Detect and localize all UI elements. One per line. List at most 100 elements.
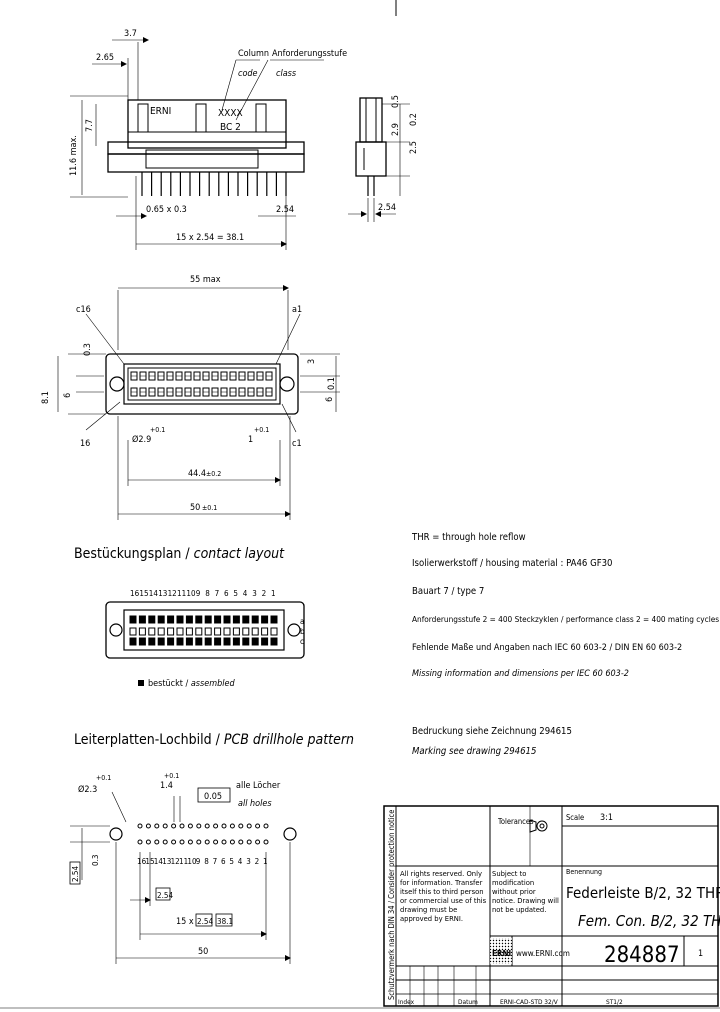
layout-number: 15	[139, 589, 148, 598]
part-number: 284887	[604, 943, 680, 968]
subject-text: Subject to modification without prior no…	[492, 870, 559, 914]
contact-c	[242, 637, 250, 646]
rights-text: All rights reserved. Only for informatio…	[400, 870, 487, 923]
note-class: Anforderungsstufe 2 = 400 Steckzyklen / …	[412, 614, 719, 624]
row-a: a	[300, 617, 304, 626]
pcb-dim-1-4-tol: +0.1	[164, 772, 179, 780]
note-type: Bauart 7 / type 7	[412, 586, 484, 597]
dim-50-tol: ±0.1	[202, 504, 217, 512]
dim-height-max: 11.6 max.	[69, 135, 79, 176]
pcb-hole-c	[145, 839, 151, 845]
contact-b	[167, 627, 175, 636]
label-a1: a1	[292, 305, 302, 315]
note-drawing-en: Marking see drawing 294615	[412, 746, 536, 757]
dim-hole: Ø2.9	[132, 434, 151, 445]
pcb-dim-50: 50	[198, 947, 208, 957]
note-missing-en: Missing information and dimensions per I…	[412, 669, 629, 679]
pcb-hole-c	[213, 839, 219, 845]
contact-a	[176, 615, 184, 624]
pcb-hole-a	[187, 823, 193, 829]
sheet: 1	[698, 949, 703, 959]
layout-number: 12	[168, 589, 177, 598]
pcb-hole-a	[221, 823, 227, 829]
layout-number: 3	[252, 589, 257, 598]
pcb-hole-c	[229, 839, 235, 845]
contact-b	[251, 627, 259, 636]
layout-number: 9	[196, 589, 201, 598]
pcb-hole-c	[263, 839, 269, 845]
dim-2-5: 2.5	[409, 141, 419, 154]
dim-top: 3.7	[124, 29, 137, 39]
pcb-hole-c	[154, 839, 160, 845]
pcb-hole-c	[137, 839, 143, 845]
dim-0-5: 0.5	[391, 95, 401, 108]
label-column: Column	[238, 49, 269, 59]
designation-label: Benennung	[566, 868, 602, 876]
pcb-dim-hole-tol: +0.1	[96, 774, 111, 782]
title-block	[383, 805, 719, 1007]
row-b: b	[300, 627, 305, 636]
dim-55: 55 max	[190, 275, 221, 285]
side-view-labels: 3.7 2.65 Column code Anforderungsstufe c…	[69, 29, 347, 243]
dim-3: 3	[307, 359, 317, 364]
contact-c	[223, 637, 231, 646]
brand: ERNI	[492, 949, 511, 958]
label-perf: Anforderungsstufe	[272, 49, 347, 59]
dim-left-top: 2.65	[96, 53, 114, 63]
pcb-hole-c	[246, 839, 252, 845]
dim-pitch-small: 2.54	[276, 205, 294, 215]
layout-number: 8	[205, 589, 210, 598]
contact-a	[204, 615, 212, 624]
bottom-mid: Datum	[458, 998, 478, 1006]
dim-6: 6	[63, 393, 73, 398]
contact-a	[251, 615, 259, 624]
dim-7-7: 7.7	[85, 119, 95, 132]
contact-b	[176, 627, 184, 636]
layout-number: 5	[233, 589, 238, 598]
pcb-dim-1-4: 1.4	[160, 781, 173, 791]
pcb-hole-c	[196, 839, 202, 845]
layout-number: 2	[262, 589, 267, 598]
contact-b	[223, 627, 231, 636]
label-c16: c16	[76, 305, 91, 315]
title-de: Federleiste B/2, 32 THR + Clip	[566, 884, 720, 902]
pcb-number: 12	[171, 857, 180, 866]
pcb-hole-a	[179, 823, 185, 829]
dim-1: 1	[248, 435, 253, 445]
contact-a	[270, 615, 278, 624]
pcb-dim-total-c: 38.1	[217, 917, 233, 926]
side-view	[70, 37, 324, 250]
contact-c	[195, 637, 203, 646]
contact-c	[204, 637, 212, 646]
layout-number: 14	[149, 589, 159, 598]
layout-number: 7	[215, 589, 220, 598]
title-block-text: Schutzvermerk nach DIN 34 / Consider pro…	[387, 810, 720, 1006]
contact-b	[157, 627, 165, 636]
pcb-number: 16	[137, 857, 147, 866]
pcb-number: 8	[204, 857, 209, 866]
legend-text: bestückt / assembled	[148, 679, 235, 689]
pcb-hole-a	[238, 823, 244, 829]
pcb-number: 3	[246, 857, 251, 866]
pcb-number: 2	[255, 857, 260, 866]
pcb-hole-a	[145, 823, 151, 829]
layout-number: 16	[130, 589, 140, 598]
note-missing-de: Fehlende Maße und Angaben nach IEC 60 60…	[412, 643, 682, 653]
pcb-hole-a	[137, 823, 143, 829]
contact-a	[214, 615, 222, 624]
body-xxxx: XXXX	[218, 108, 243, 119]
contact-b	[242, 627, 250, 636]
contact-c	[148, 637, 156, 646]
pcb-hole-c	[238, 839, 244, 845]
contact-b	[204, 627, 212, 636]
pcb-hole-a	[196, 823, 202, 829]
dim-1-6: 16	[80, 439, 90, 449]
end-view-labels: 2.9 0.5 2.5 0.2 2.54	[378, 95, 419, 213]
dim-0-2: 0.2	[409, 113, 419, 126]
pcb-label-all: alle Löcher	[236, 781, 281, 791]
pcb-hole-c	[204, 839, 210, 845]
layout-number: 13	[158, 589, 167, 598]
contact-c	[214, 637, 222, 646]
label-perf-it: class	[276, 69, 297, 79]
pcb-pattern	[69, 787, 297, 964]
